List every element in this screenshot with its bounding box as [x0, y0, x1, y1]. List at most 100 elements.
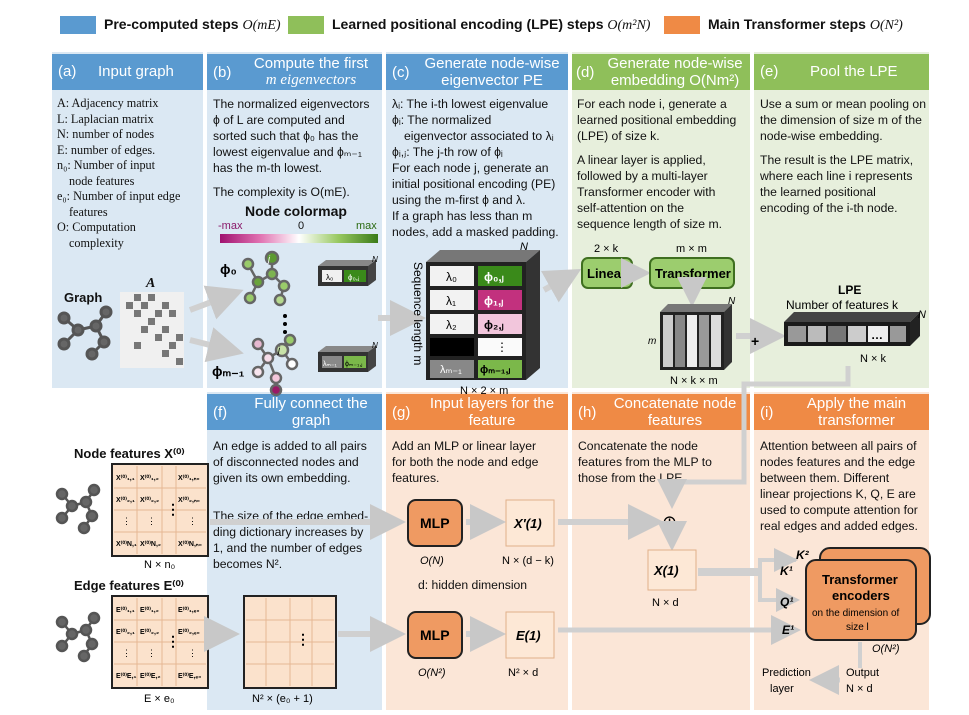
panel-h-letter: (h) [578, 404, 597, 421]
colormap-bar [220, 234, 378, 243]
ef-cell-1-e: E⁽⁰⁾₁,ₑ₀ [178, 606, 200, 614]
panel-c-title2: eigenvector PE [441, 72, 543, 89]
legend-label-main: Main Transformer steps O(N²) [708, 16, 903, 33]
phim-node-j: j [277, 345, 281, 355]
linear-label: Linear [587, 266, 626, 281]
nf-mid-dots: ⋮ [166, 501, 180, 517]
pe-phi-dots: ⋮ [496, 340, 508, 354]
embedding-n: N [728, 296, 736, 307]
x1-dim: N × d [652, 597, 679, 609]
nf-cell-2-n: X⁽⁰⁾₂,ₙ₀ [178, 496, 200, 504]
nf-cell-n-2: X⁽⁰⁾N,₂ [140, 540, 161, 548]
encoder-label-3: on the dimension of [812, 608, 900, 619]
edge-mlp-label: MLP [420, 627, 450, 643]
panel-b-title2: m eigenvectors [265, 72, 357, 88]
pe-dimension: N × 2 × m [460, 385, 508, 397]
panel-g-title1: Input layers for the [429, 395, 555, 412]
legend: Pre-computed steps O(mE) Learned positio… [0, 10, 969, 40]
panel-i-letter: (i) [760, 404, 774, 421]
lpe-matrix [784, 312, 920, 346]
phi0-graph [241, 250, 291, 307]
q1-label: Q¹ [780, 595, 793, 609]
embedding-m: m [648, 336, 656, 347]
encoder-label-2: encoders [832, 588, 890, 603]
hidden-dim-label: d: hidden dimension [418, 578, 528, 592]
edge-mlp-box [407, 611, 463, 659]
legend-label-precomputed: Pre-computed steps O(mE) [104, 16, 281, 33]
node-mlp-label: MLP [420, 515, 450, 531]
panel-d-header: (d) Generate node-wise embedding O(Nm²) [572, 54, 750, 90]
panel-e-title: Pool the LPE [810, 63, 898, 80]
panel-a-title: Input graph [98, 63, 174, 80]
k1-label: K¹ [780, 564, 793, 578]
pe-phi-1: ϕ₁,ⱼ [484, 294, 503, 308]
panel-c-letter: (c) [392, 64, 410, 81]
k2-label: K² [796, 548, 810, 562]
node-feature-graph [55, 483, 101, 535]
legend-swatch-main [664, 16, 700, 34]
node-mlp-complexity: O(N) [420, 555, 444, 567]
encoder-label-1: Transformer [822, 572, 898, 587]
nf-cell-n-1: X⁽⁰⁾N,₁ [116, 540, 137, 548]
ef-cell-2-1: E⁽⁰⁾₂,₁ [116, 628, 135, 636]
pe-lambda-2: λ₂ [446, 318, 457, 332]
panel-f-title2: graph [291, 412, 331, 429]
panel-c-header: (c) Generate node-wise eigenvector PE [386, 54, 568, 90]
panel-g-title2: feature [468, 412, 516, 429]
panel-i-title1: Apply the main [806, 395, 907, 412]
colormap-max: max [356, 220, 377, 232]
transformer-label: Transformer [655, 266, 731, 281]
concat-symbol: ⊕ [662, 512, 677, 532]
nf-cell-dots-2: ⋮ [147, 516, 156, 526]
lpe-label: LPE [838, 283, 861, 297]
ef-cell-e-2: E⁽⁰⁾E,₂ [140, 672, 161, 680]
pe-phi-2: ϕ₂,ⱼ [484, 318, 504, 332]
lpe-n: N [918, 309, 926, 321]
sequence-length-label: Sequence length m [411, 262, 425, 365]
panel-f-title1: Fully connect the [254, 395, 368, 412]
output-label: Output [846, 667, 879, 679]
panel-d-title1: Generate node-wise [607, 55, 743, 72]
pool-plus: + [751, 333, 759, 349]
full-edge-dots: ⋮ [296, 631, 310, 647]
panel-a-letter: (a) [58, 63, 77, 80]
edge-features-dim: E × e₀ [144, 693, 175, 705]
panel-d-letter: (d) [576, 64, 595, 81]
ef-cell-dots-2: ⋮ [147, 648, 156, 658]
ef-cell-dots-1: ⋮ [122, 648, 131, 658]
node-features-label: Node features X⁽⁰⁾ [74, 446, 185, 461]
pe-phi-m: ϕₘ₋₁,ⱼ [480, 364, 511, 376]
legend-swatch-lpe [288, 16, 324, 34]
lpe-features-label: Number of features k [786, 298, 899, 312]
ef-cell-e-e: E⁽⁰⁾E,ₑ₀ [178, 672, 201, 680]
panel-e-header: (e) Pool the LPE [754, 54, 929, 90]
e1-label: E(1) [516, 628, 541, 643]
phim-graph [251, 333, 299, 397]
ef-mid-dots: ⋮ [166, 633, 180, 649]
nf-cell-2-2: X⁽⁰⁾₂,₂ [140, 496, 159, 504]
embedding-dim: N × k × m [670, 375, 718, 387]
pe-n: N [520, 241, 528, 253]
adjacency-label: A [146, 276, 156, 291]
edge-feature-graph [55, 611, 101, 663]
edge-features-label: Edge features E⁽⁰⁾ [74, 578, 184, 593]
panel-b-header: (b) Compute the first m eigenvectors [207, 54, 382, 90]
panel-f-letter: (f) [213, 404, 228, 421]
panel-g-header: (g) Input layers for the feature [386, 394, 568, 430]
transformer-dim: m × m [676, 243, 707, 255]
lpe-dots: … [871, 328, 883, 342]
panel-h-header: (h) Concatenate node features [572, 394, 750, 430]
edge-mlp-complexity: O(N²) [418, 667, 446, 679]
linear-dim: 2 × k [594, 243, 619, 255]
prediction-label-2: layer [770, 683, 794, 695]
panel-h-title1: Concatenate node [613, 395, 737, 412]
nf-cell-dots-3: ⋮ [188, 516, 197, 526]
ef-cell-1-2: E⁽⁰⁾₁,₂ [140, 606, 159, 614]
